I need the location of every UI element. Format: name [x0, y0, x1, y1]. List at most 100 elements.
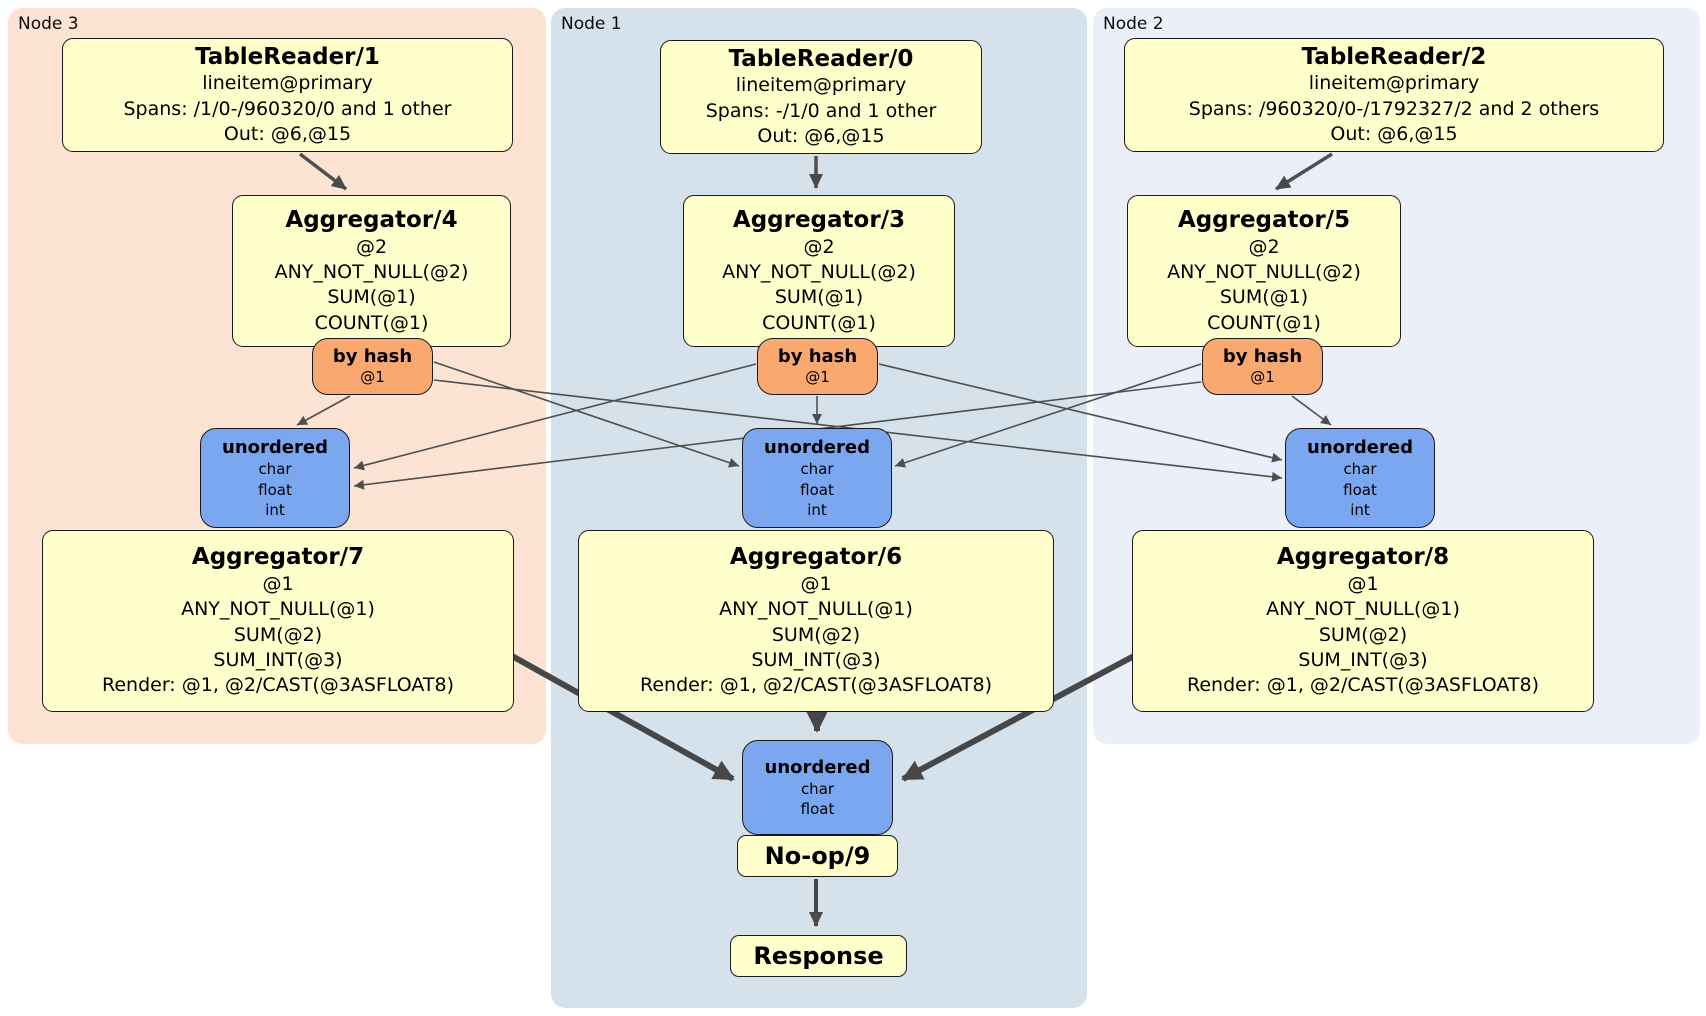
- box-line: lineitem@primary: [1308, 72, 1480, 95]
- box-title: No-op/9: [764, 842, 871, 870]
- edge-bh3-u1: [433, 361, 740, 468]
- box-title: Aggregator/8: [1276, 544, 1450, 571]
- final-unordered-sync-box: unordered char float: [742, 740, 893, 835]
- noop-box: No-op/9: [737, 835, 898, 877]
- sync-title: unordered: [764, 756, 871, 778]
- aggregator-box: Aggregator/6 @1 ANY_NOT_NULL(@1) SUM(@2)…: [578, 530, 1054, 712]
- box-line: @2: [803, 235, 835, 258]
- sync-line: char: [800, 460, 834, 479]
- edge-bh2-u1: [894, 363, 1202, 468]
- box-title: Aggregator/6: [729, 544, 903, 571]
- aggregator-box: Aggregator/8 @1 ANY_NOT_NULL(@1) SUM(@2)…: [1132, 530, 1594, 712]
- box-line: @1: [800, 573, 832, 596]
- edge-bh1-u2: [878, 363, 1283, 463]
- box-line: @2: [1248, 235, 1280, 258]
- edge-bh2-u2: [1291, 395, 1332, 426]
- aggregator-box: Aggregator/3 @2 ANY_NOT_NULL(@2) SUM(@1)…: [683, 195, 955, 347]
- sync-line: int: [265, 500, 285, 519]
- sync-line: char: [258, 460, 292, 479]
- tablereader-to-aggregator-arrows: [298, 152, 1333, 191]
- sync-line: float: [258, 480, 292, 499]
- box-line: SUM(@1): [774, 286, 864, 309]
- aggregator-box: Aggregator/5 @2 ANY_NOT_NULL(@2) SUM(@1)…: [1127, 195, 1401, 347]
- node-label: Node 1: [561, 14, 622, 34]
- box-line: Render: @1, @2/CAST(@3ASFLOAT8): [102, 674, 454, 697]
- router-detail: @1: [805, 367, 830, 386]
- box-title: Aggregator/3: [732, 207, 906, 234]
- box-line: @2: [355, 235, 388, 258]
- box-line: SUM(@2): [771, 623, 861, 646]
- table-reader-box: TableReader/0 lineitem@primary Spans: -/…: [660, 40, 982, 154]
- sync-title: unordered: [764, 436, 870, 458]
- unordered-sync-box: unordered char float int: [1285, 428, 1435, 528]
- box-line: ANY_NOT_NULL(@2): [1167, 261, 1361, 284]
- box-line: SUM(@2): [233, 623, 323, 646]
- hash-router-box: by hash @1: [1202, 338, 1323, 395]
- box-line: Render: @1, @2/CAST(@3ASFLOAT8): [640, 674, 992, 697]
- router-detail: @1: [1250, 367, 1275, 386]
- box-title: Aggregator/5: [1177, 207, 1351, 234]
- sync-line: char: [1343, 460, 1377, 479]
- table-reader-box: TableReader/2 lineitem@primary Spans: /9…: [1124, 38, 1664, 152]
- sync-line: int: [1350, 500, 1370, 519]
- box-line: SUM(@1): [327, 286, 416, 309]
- hash-router-box: by hash @1: [312, 338, 433, 395]
- box-line: Spans: /960320/0-/1792327/2 and 2 others: [1188, 97, 1600, 120]
- aggregator-merge-arrows: [510, 653, 1136, 782]
- box-line: Spans: -/1/0 and 1 other: [705, 99, 937, 122]
- sync-line: float: [800, 800, 835, 819]
- box-line: ANY_NOT_NULL(@2): [274, 261, 469, 284]
- box-line: SUM_INT(@3): [751, 649, 881, 671]
- edge-bh1-u3: [353, 363, 757, 471]
- sync-title: unordered: [1307, 436, 1413, 458]
- sync-line: char: [800, 779, 835, 798]
- unordered-sync-box: unordered char float int: [742, 428, 892, 528]
- box-line: ANY_NOT_NULL(@1): [1266, 598, 1460, 621]
- box-line: lineitem@primary: [735, 74, 907, 97]
- box-line: Out: @6,@15: [757, 125, 885, 147]
- sync-line: float: [1343, 480, 1377, 499]
- node-label: Node 3: [18, 14, 79, 34]
- box-line: ANY_NOT_NULL(@1): [181, 598, 375, 621]
- box-line: lineitem@primary: [202, 72, 373, 95]
- box-title: Aggregator/4: [285, 207, 458, 234]
- router-title: by hash: [332, 346, 413, 368]
- router-title: by hash: [777, 346, 858, 368]
- box-line: @1: [262, 573, 294, 596]
- box-line: @1: [1347, 573, 1379, 596]
- box-line: Out: @6,@15: [223, 123, 352, 145]
- hash-router-box: by hash @1: [757, 338, 878, 395]
- box-line: SUM_INT(@3): [213, 649, 343, 671]
- router-detail: @1: [360, 367, 385, 386]
- box-line: COUNT(@1): [1207, 311, 1321, 334]
- aggregator-box: Aggregator/7 @1 ANY_NOT_NULL(@1) SUM(@2)…: [42, 530, 514, 712]
- box-line: SUM(@2): [1318, 623, 1408, 646]
- unordered-sync-box: unordered char float int: [200, 428, 350, 528]
- box-line: COUNT(@1): [314, 311, 429, 334]
- box-line: Spans: /1/0-/960320/0 and 1 other: [123, 97, 452, 120]
- box-line: ANY_NOT_NULL(@2): [722, 261, 916, 284]
- edge-tr1-agg4: [298, 152, 348, 191]
- box-line: COUNT(@1): [762, 311, 876, 334]
- edge-tr2-agg5: [1275, 152, 1333, 191]
- sync-title: unordered: [222, 436, 328, 458]
- edge-agg7-ufinal: [510, 653, 735, 782]
- box-title: Response: [753, 942, 884, 970]
- box-line: Out: @6,@15: [1330, 123, 1458, 145]
- box-line: SUM_INT(@3): [1298, 649, 1428, 671]
- box-line: ANY_NOT_NULL(@1): [719, 598, 913, 621]
- box-title: Aggregator/7: [191, 544, 365, 571]
- box-title: TableReader/1: [195, 43, 380, 70]
- table-reader-box: TableReader/1 lineitem@primary Spans: /1…: [62, 38, 513, 152]
- box-line: Render: @1, @2/CAST(@3ASFLOAT8): [1187, 674, 1539, 697]
- sync-line: float: [800, 480, 834, 499]
- aggregator-box: Aggregator/4 @2 ANY_NOT_NULL(@2) SUM(@1)…: [232, 195, 511, 347]
- box-title: TableReader/2: [1301, 43, 1487, 70]
- box-line: SUM(@1): [1219, 286, 1309, 309]
- sync-line: int: [807, 500, 827, 519]
- response-box: Response: [730, 935, 907, 977]
- router-title: by hash: [1222, 346, 1303, 368]
- edge-bh3-u3: [296, 395, 351, 426]
